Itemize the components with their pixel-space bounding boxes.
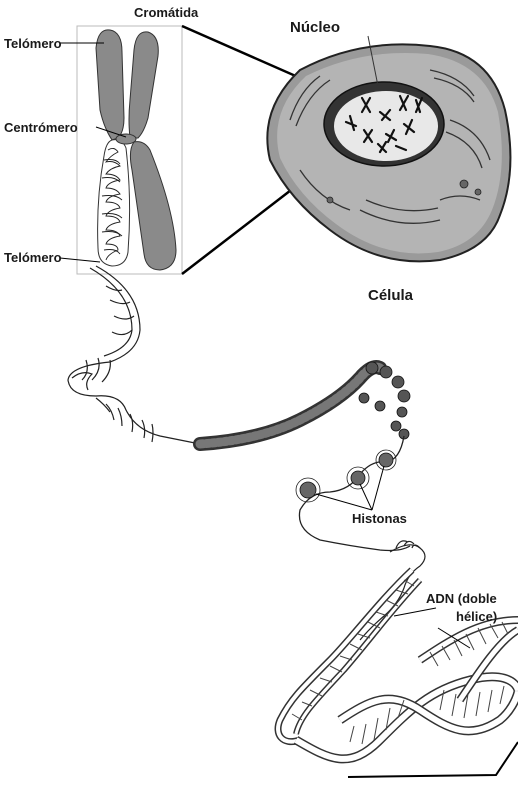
centromero-label: Centrómero [4,121,78,134]
adn-pointer-1 [394,608,436,616]
telomero-bottom-label: Telómero [4,251,62,264]
adn-label-line2: hélice) [456,610,497,623]
cromatida-label: Cromátida [134,6,198,19]
chromatin-fiber [68,266,200,444]
nucleo-label: Núcleo [290,20,340,35]
histonas-label: Histonas [352,512,407,525]
cell [267,36,510,261]
nucleosome-string [296,436,410,551]
telomero-bottom-pointer [60,258,100,262]
adn-label-line1: ADN (doble [426,592,497,605]
telomero-top-label: Telómero [4,37,62,50]
celula-label: Célula [368,288,413,303]
solenoid-fiber [200,362,410,444]
